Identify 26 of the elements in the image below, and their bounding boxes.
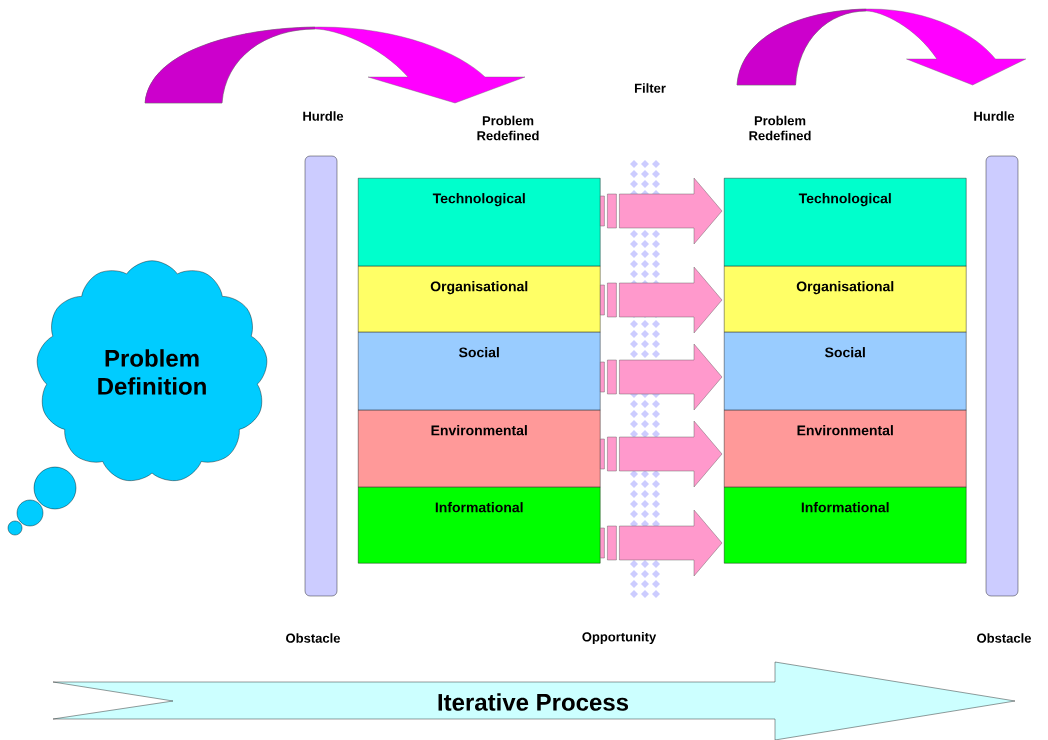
- label-text: Obstacle: [977, 633, 1032, 643]
- thought-cloud: Problem Definition: [7, 260, 268, 536]
- block-arrow: [600, 266, 723, 334]
- label-text: Opportunity: [582, 631, 657, 645]
- category-box: Technological: [724, 178, 967, 267]
- category-box: Social: [724, 332, 967, 411]
- label-text: Problem Redefined: [749, 115, 811, 141]
- hurdle-bar: [304, 155, 338, 597]
- block-arrow: [600, 343, 723, 411]
- label-text: Problem Redefined: [477, 115, 539, 141]
- label-text: Hurdle: [974, 111, 1015, 121]
- block-arrow: [600, 420, 723, 488]
- block-arrow: [600, 177, 723, 245]
- label-text: Filter: [635, 83, 666, 93]
- label-text: Hurdle: [303, 111, 344, 121]
- category-box: Environmental: [358, 410, 601, 488]
- category-box: Social: [358, 332, 601, 411]
- category-box: Environmental: [724, 410, 967, 488]
- block-arrow: [600, 509, 723, 577]
- label-text: Obstacle: [286, 633, 341, 643]
- category-box: Organisational: [724, 266, 967, 333]
- category-box: Organisational: [358, 266, 601, 333]
- category-box: Technological: [358, 178, 601, 267]
- category-box: Informational: [724, 487, 967, 564]
- category-box: Informational: [358, 487, 601, 564]
- hurdle-bar: [985, 155, 1019, 597]
